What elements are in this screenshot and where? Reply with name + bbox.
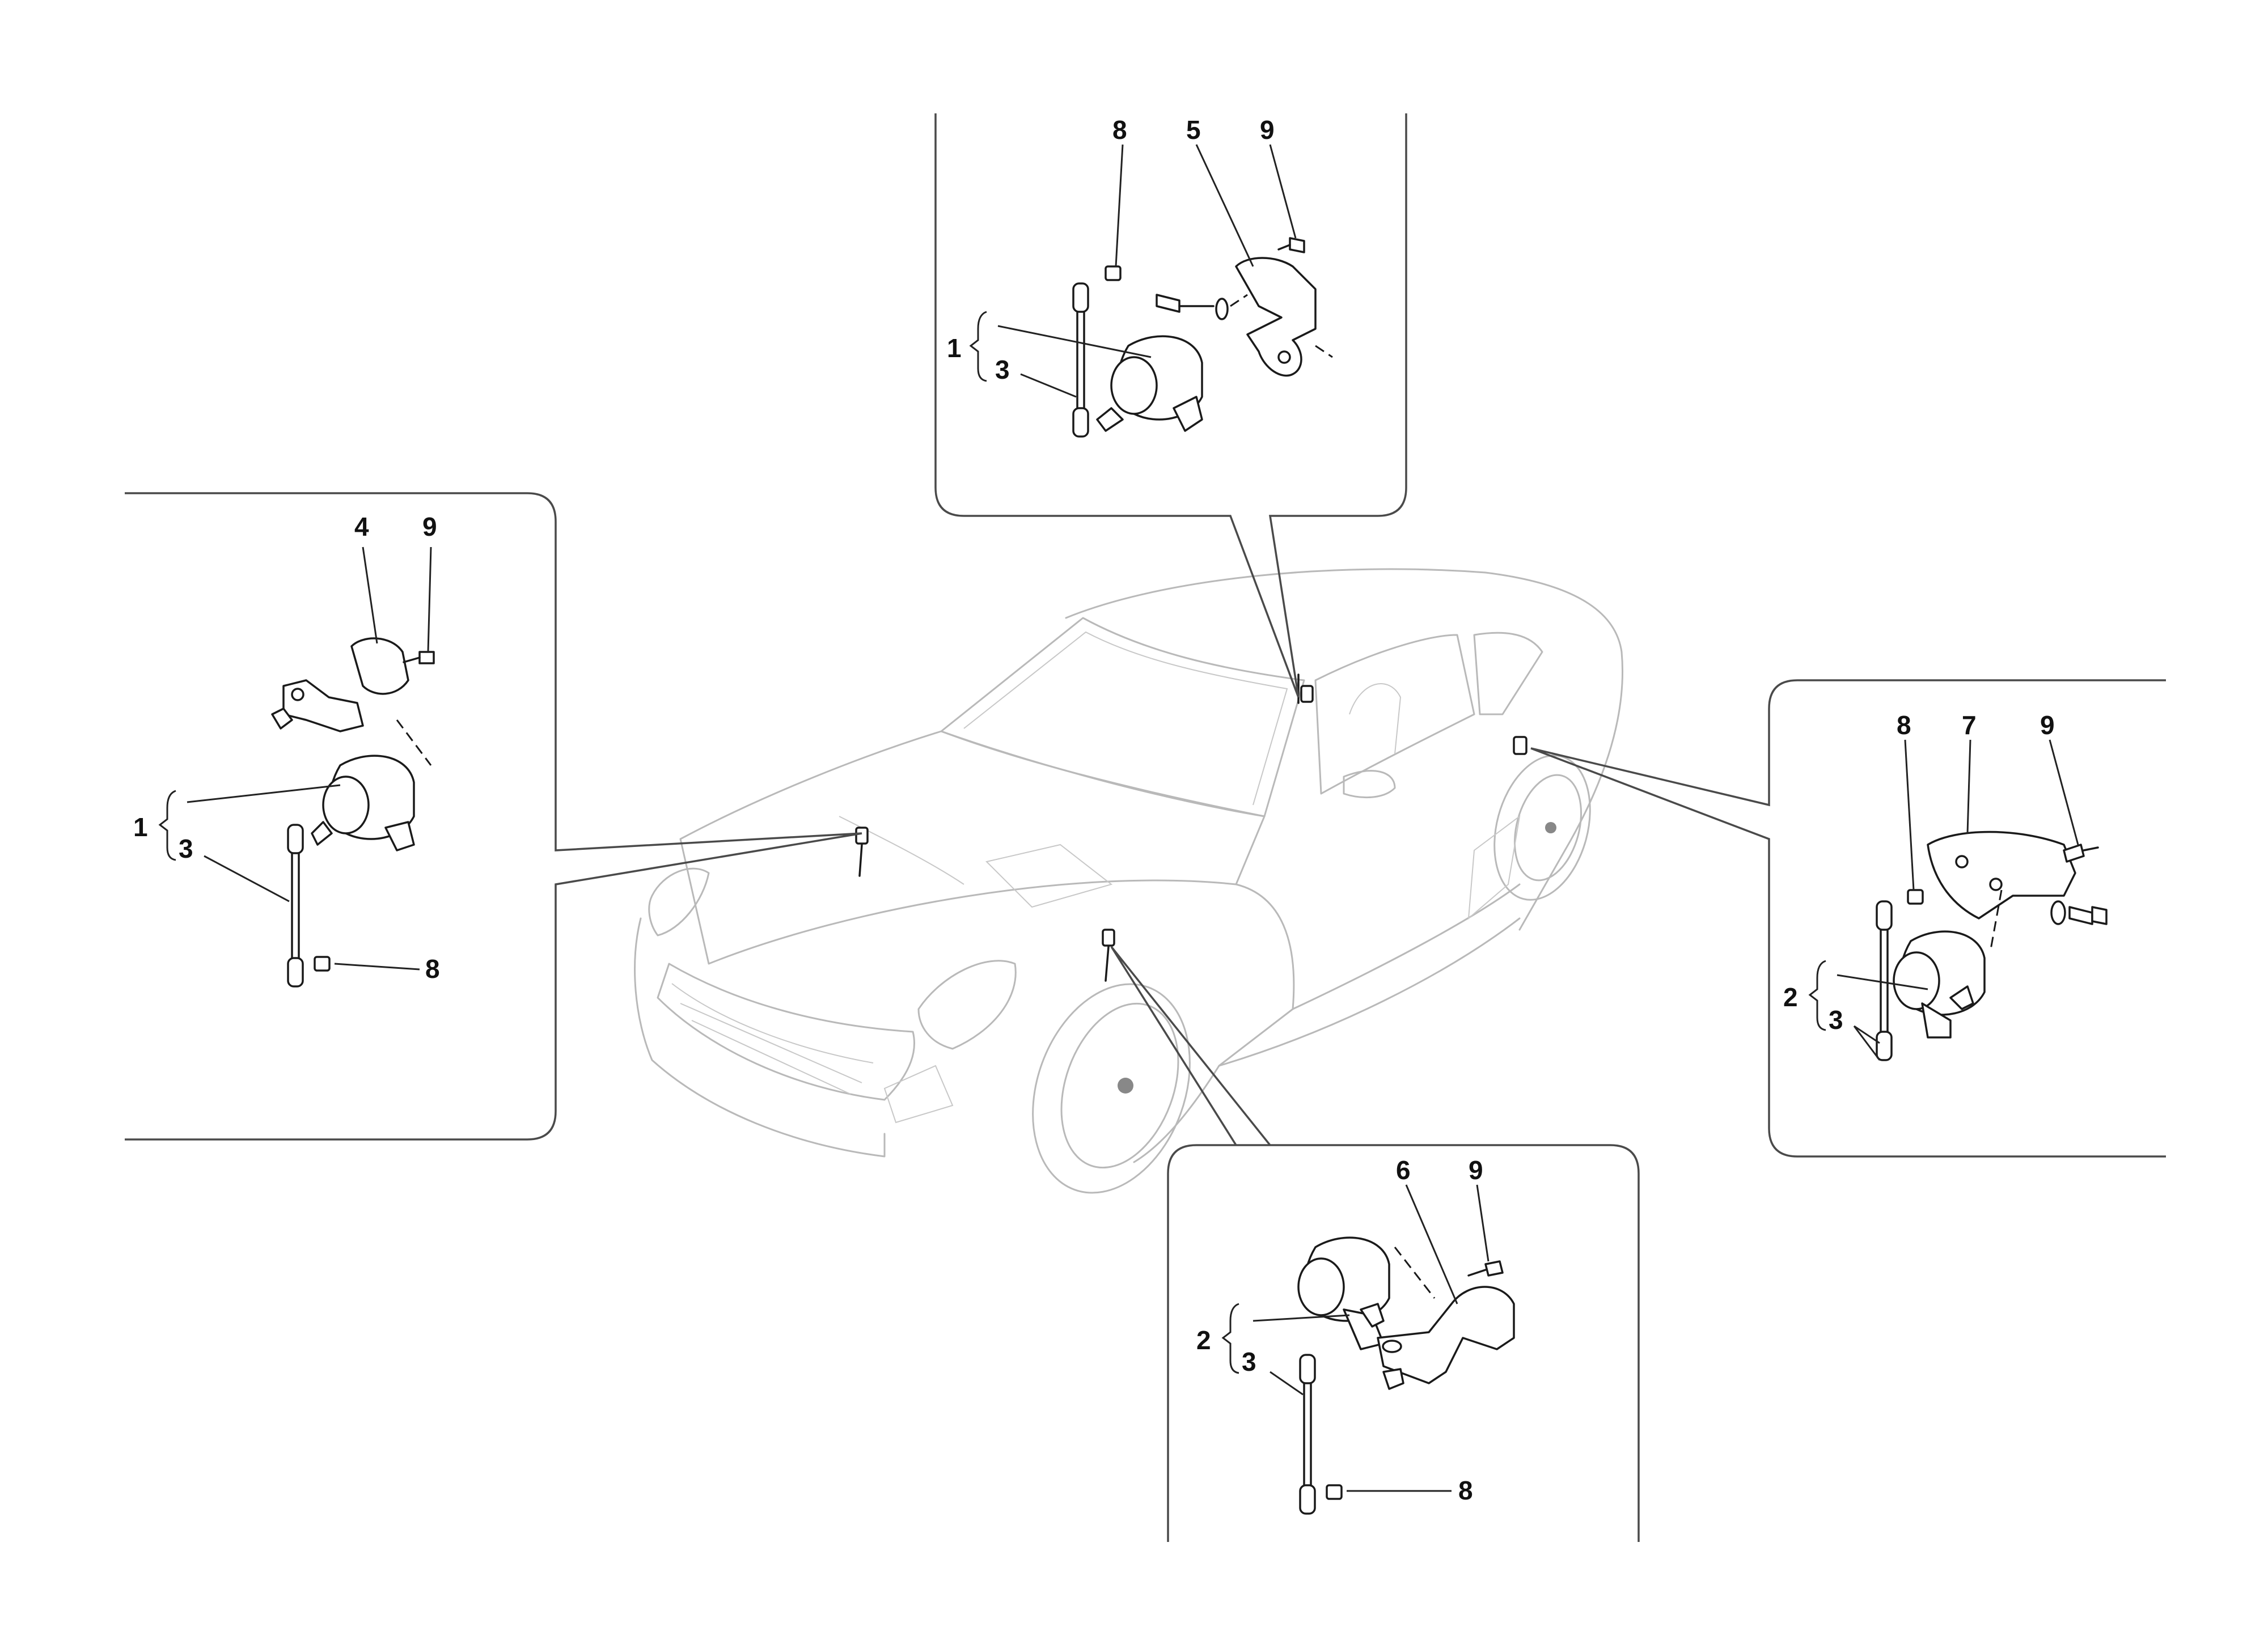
callout-right-7: 7 xyxy=(1962,710,1977,740)
left-inset-parts xyxy=(271,637,435,988)
callouts-top: 8 5 9 1 3 xyxy=(947,115,1275,384)
callout-bottom-2: 2 xyxy=(1196,1325,1211,1355)
top-inset-leaders xyxy=(969,144,1297,398)
callout-right-8: 8 xyxy=(1897,710,1911,740)
callout-bottom-8: 8 xyxy=(1458,1476,1473,1505)
sensor-marker-rear-right xyxy=(1513,736,1527,755)
sensor-marker-front-right xyxy=(1102,929,1115,947)
callout-left-8: 8 xyxy=(425,954,440,984)
callout-bottom-6: 6 xyxy=(1396,1155,1411,1185)
callouts-bottom: 6 9 2 3 8 xyxy=(1196,1155,1483,1505)
callout-right-2: 2 xyxy=(1783,982,1798,1012)
callout-right-3: 3 xyxy=(1829,1005,1843,1035)
sensor-marker-rear-left xyxy=(1300,685,1314,703)
sensor-marker-front-left xyxy=(855,827,869,845)
right-inset-parts xyxy=(1876,831,2108,1061)
bottom-inset-leaders xyxy=(1221,1184,1490,1492)
left-inset-leaders xyxy=(158,546,432,971)
inset-frame-left xyxy=(125,492,862,1141)
callout-left-9: 9 xyxy=(422,512,437,541)
sensor-markers xyxy=(855,673,1527,982)
callout-right-9: 9 xyxy=(2040,710,2055,740)
inset-frame-top xyxy=(934,113,1407,698)
callout-top-3: 3 xyxy=(995,355,1010,384)
callout-top-9: 9 xyxy=(1260,115,1275,145)
top-inset-parts xyxy=(1072,237,1333,438)
callout-bottom-9: 9 xyxy=(1469,1155,1483,1185)
inset-frame-bottom xyxy=(1110,946,1640,1542)
callout-bottom-3: 3 xyxy=(1242,1347,1256,1376)
callout-top-8: 8 xyxy=(1112,115,1127,145)
callouts-left: 4 9 1 3 8 xyxy=(133,512,440,984)
callout-left-1: 1 xyxy=(133,812,148,842)
callout-top-1: 1 xyxy=(947,333,962,363)
bottom-inset-parts xyxy=(1297,1236,1515,1515)
callout-left-3: 3 xyxy=(179,834,193,863)
callouts-right: 8 7 9 2 3 xyxy=(1783,710,2055,1035)
callout-left-4: 4 xyxy=(354,512,369,541)
car-illustration xyxy=(634,568,1624,1194)
inset-frame-right xyxy=(1530,679,2166,1158)
right-inset-leaders xyxy=(1808,739,2079,1061)
callout-top-5: 5 xyxy=(1186,115,1201,145)
